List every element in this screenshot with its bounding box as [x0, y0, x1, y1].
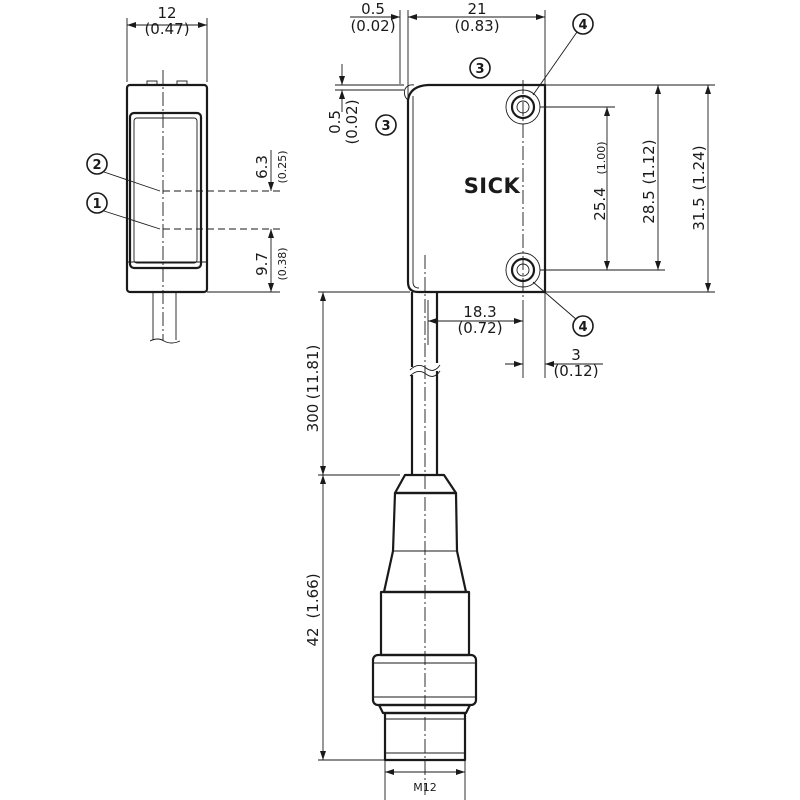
- spot2-offset-inch: (0.25): [276, 150, 289, 183]
- callout-2-number: 2: [92, 158, 101, 173]
- callout-4-top-leader: [532, 31, 578, 96]
- hole-spacing-arrow-top: [604, 107, 610, 116]
- side-view: SICK 0.5 (0.02) 21 (0.83) 0.5 (0.02) 3: [326, 0, 715, 380]
- connector-strain-relief: [393, 473, 458, 495]
- cable: 300 (11.81): [304, 255, 441, 795]
- hole-front-arrow-right: [514, 318, 523, 324]
- hole-back-mm: 3: [571, 346, 581, 364]
- front-view-window: [128, 111, 203, 270]
- body-height-inch: (1.24): [690, 145, 708, 190]
- hole-back-arrow-right: [545, 361, 554, 367]
- hole-back-inch: (0.12): [553, 362, 598, 380]
- spot1-dim-arrow: [268, 283, 274, 292]
- gap-top-mm: 0.5: [361, 0, 385, 18]
- cable-break-top: [409, 364, 441, 371]
- callout-1-leader: [103, 210, 161, 230]
- front-width-arrow-left: [127, 22, 136, 28]
- body-height-mm: 31.5: [690, 197, 708, 230]
- hole-outer-inch: (1.12): [640, 139, 658, 184]
- brand-logo: SICK: [464, 174, 521, 198]
- thread-size: M12: [413, 781, 437, 794]
- body-height-arrow-bottom: [705, 283, 711, 292]
- spot1-offset-mm: 9.7: [253, 252, 271, 276]
- gap-top-arrow: [391, 14, 400, 20]
- front-width-inch: (0.47): [144, 20, 189, 38]
- body-length-arrow-left: [408, 14, 417, 20]
- callout-2-leader: [103, 171, 161, 192]
- connector-grip: [379, 590, 471, 657]
- spot1-offset-inch: (0.38): [276, 247, 289, 280]
- callout-3-number-left: 3: [381, 119, 390, 134]
- callout-3-circle-left: [375, 114, 397, 136]
- gap-left-arrow-top: [339, 76, 345, 85]
- hole-outer-arrow-top: [655, 85, 661, 94]
- front-view-top-tab-left: [146, 80, 158, 86]
- gap-left-arrow-bottom: [339, 90, 345, 99]
- gap-left-mm: 0.5: [326, 110, 344, 134]
- thread-arrow-right: [456, 769, 465, 775]
- cable-length-mm: 300: [304, 404, 322, 433]
- mounting-hole-top: [510, 94, 536, 120]
- connector-length-inch: (1.66): [304, 573, 322, 618]
- hole-spacing-mm: 25.4: [591, 187, 609, 220]
- callout-4-top-number: 4: [578, 18, 587, 33]
- callout-2-circle: [86, 153, 108, 175]
- front-view-cable-break: [149, 338, 181, 344]
- gap-left-inch: (0.02): [343, 99, 361, 144]
- body-length-inch: (0.83): [454, 17, 499, 35]
- connector-length-arrow-bottom: [320, 751, 326, 760]
- front-view: 12 (0.47) 6.3 (0.25) 9.7 (0.38) 2 1: [86, 4, 289, 344]
- callout-3-number-top: 3: [475, 62, 484, 77]
- spot2-offset-mm: 6.3: [253, 155, 271, 179]
- hole-outer-mm: 28.5: [640, 190, 658, 223]
- connector-length-mm: 42: [304, 627, 322, 646]
- side-view-front-edge: [412, 96, 420, 289]
- hole-front-arrow-left: [428, 318, 437, 324]
- callout-1-circle: [86, 192, 108, 214]
- cable-length-arrow-top: [320, 292, 326, 301]
- connector-neck: [377, 703, 472, 715]
- hole-back-arrow-left: [514, 361, 523, 367]
- hole-front-mm: 18.3: [463, 303, 496, 321]
- hole-spacing-inch: (1.00): [595, 141, 608, 174]
- body-length-arrow-right: [536, 14, 545, 20]
- gap-top-inch: (0.02): [350, 17, 395, 35]
- cable-length-arrow-bottom: [320, 466, 326, 475]
- thread-arrow-left: [385, 769, 394, 775]
- callout-1-number: 1: [92, 197, 101, 212]
- cable-length-inch: (11.81): [304, 345, 322, 400]
- connector: 42 (1.66) M12: [304, 473, 478, 800]
- callout-4-top-circle: [572, 13, 594, 35]
- callout-4-bottom-leader: [532, 281, 578, 321]
- body-length-mm: 21: [467, 0, 486, 18]
- front-width-mm: 12: [157, 4, 176, 22]
- hole-front-inch: (0.72): [457, 319, 502, 337]
- side-view-housing: [406, 83, 547, 294]
- body-height-arrow-top: [705, 85, 711, 94]
- spot2-dim-arrow-top: [268, 182, 274, 191]
- callout-4-bottom-circle: [572, 315, 594, 337]
- front-view-housing: [125, 83, 209, 294]
- callout-4-bottom-number: 4: [578, 320, 587, 335]
- callout-3-circle-top: [469, 57, 491, 79]
- side-view-lens-lip: [403, 84, 415, 101]
- front-width-arrow-right: [198, 22, 207, 28]
- front-view-top-tab-right: [176, 80, 188, 86]
- hole-outer-arrow-bottom: [655, 261, 661, 270]
- hole-spacing-arrow-bottom: [604, 261, 610, 270]
- connector-length-arrow-top: [320, 475, 326, 484]
- connector-thread: [383, 711, 467, 762]
- connector-knurled-nut: [371, 653, 478, 707]
- front-view-window-inner: [133, 117, 198, 264]
